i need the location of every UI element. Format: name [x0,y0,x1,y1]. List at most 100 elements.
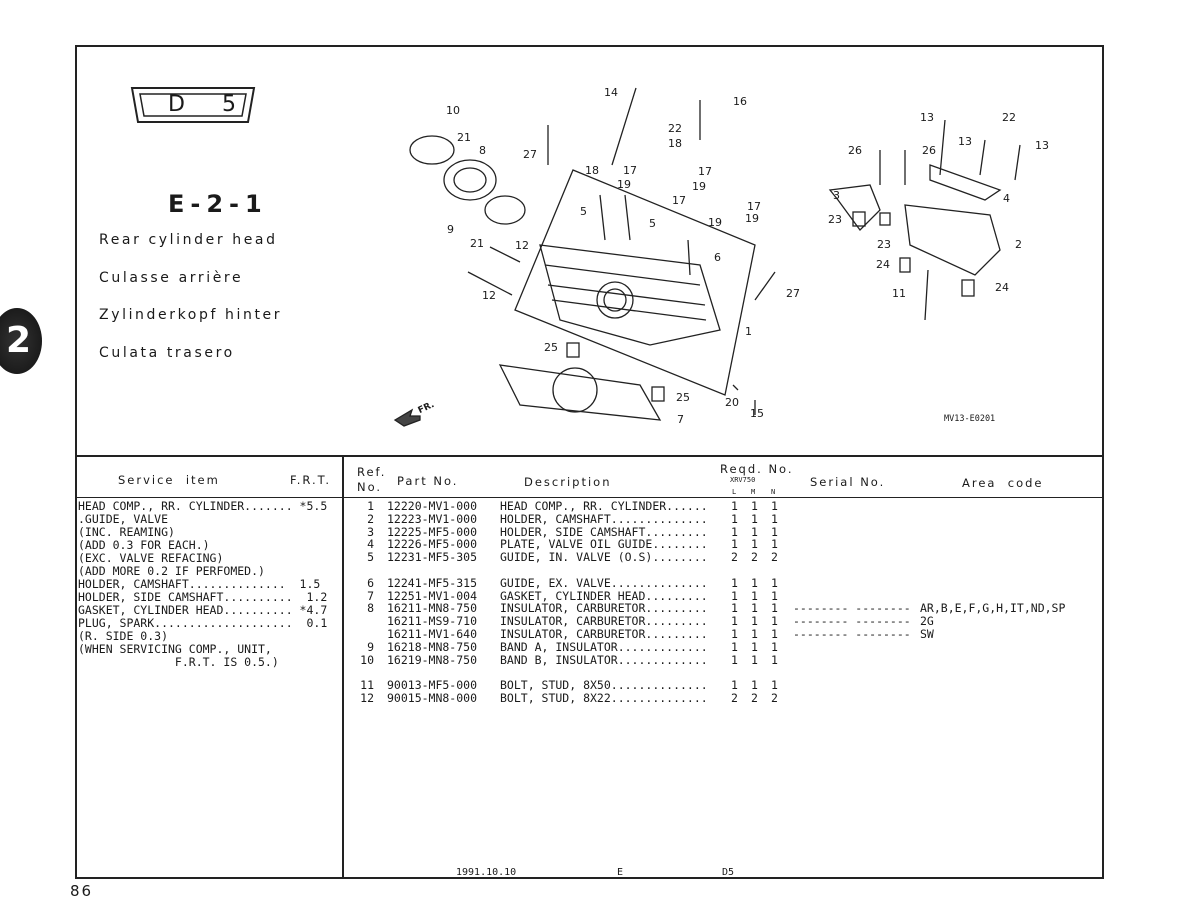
section-tab: 2 [0,308,42,374]
callout-label: 5 [649,217,656,230]
ref-no: 2 [367,511,374,526]
qty-n: 1 [771,627,778,641]
section-badge [130,87,256,123]
callout-label: 24 [995,281,1009,294]
callout-label: 23 [828,213,842,226]
callout-label: 17 [623,164,637,177]
part-number: 12231-MF5-305 [387,550,478,565]
part-description: INSULATOR, CARBURETOR......... [500,601,708,616]
part-number: 12251-MV1-004 [387,588,478,603]
qty-n: 1 [771,652,778,667]
ref-no: 6 [367,575,374,590]
qty-m: 2 [751,691,758,705]
qty-n: 1 [771,588,778,603]
callout-label: 10 [446,104,460,117]
service-item: F.R.T. IS 0.5.) [78,655,279,669]
header-area-code: Area code [962,476,1044,490]
part-number: 90013-MF5-000 [387,678,478,693]
part-description: HOLDER, CAMSHAFT.............. [500,511,708,526]
service-item: .GUIDE, VALVE [78,512,169,526]
callout-label: 19 [692,180,706,193]
title-de: Zylinderkopf hinter [99,307,283,323]
header-qty-m: M [751,488,756,496]
qty-n: 1 [771,678,778,693]
part-number: 16211-MN8-750 [387,601,478,616]
serial-no: -------- -------- [793,601,911,616]
callout-label: 5 [580,205,587,218]
qty-m: 1 [751,537,758,552]
callout-label: 4 [1003,192,1010,205]
header-serial-no: Serial No. [810,475,886,489]
service-item: (R. SIDE 0.3) [78,629,169,643]
callout-label: 20 [725,396,739,409]
ref-no: 9 [367,639,374,654]
badge-number: 5 [222,92,236,117]
serial-no: -------- -------- [793,614,911,629]
section-code: E-2-1 [168,190,268,218]
callout-label: 13 [920,111,934,124]
qty-l: 1 [731,575,738,590]
callout-label: 8 [479,144,486,157]
qty-n: 1 [771,499,778,513]
part-description: GASKET, CYLINDER HEAD......... [500,588,708,603]
qty-l: 2 [731,550,738,565]
header-ref: Ref. [357,465,387,479]
ref-no: 1 [367,499,374,513]
part-number: 12220-MV1-000 [387,499,478,513]
callout-label: 25 [676,391,690,404]
service-item: (INC. REAMING) [78,525,175,539]
part-description: INSULATOR, CARBURETOR......... [500,614,708,629]
qty-l: 1 [731,627,738,641]
service-item: GASKET, CYLINDER HEAD.......... *4.7 [78,603,328,617]
page-frame [75,45,1104,879]
header-ref-no: No. [357,480,383,494]
qty-m: 1 [751,511,758,526]
ref-no: 3 [367,524,374,539]
callout-label: 24 [876,258,890,271]
callout-label: 17 [747,200,761,213]
qty-m: 1 [751,627,758,641]
callout-label: 12 [482,289,496,302]
section-tab-number: 2 [6,320,32,361]
ref-no: 5 [367,550,374,565]
part-description: BOLT, STUD, 8X22.............. [500,691,708,705]
qty-l: 1 [731,639,738,654]
part-description: HEAD COMP., RR. CYLINDER...... [500,499,708,513]
qty-m: 1 [751,524,758,539]
part-description: BAND A, INSULATOR............. [500,639,708,654]
callout-label: 13 [958,135,972,148]
qty-m: 1 [751,601,758,616]
qty-m: 1 [751,499,758,513]
service-item: PLUG, SPARK.................... 0.1 [78,616,328,630]
header-qty-l: L [732,488,737,496]
qty-l: 1 [731,537,738,552]
qty-n: 2 [771,550,778,565]
callout-label: 7 [677,413,684,426]
footer-code: E [617,867,624,878]
callout-label: 26 [922,144,936,157]
serial-no: -------- -------- [793,627,911,641]
qty-m: 1 [751,678,758,693]
badge-letter: D [168,92,185,117]
footer-date: 1991.10.10 [456,867,517,878]
qty-m: 2 [751,550,758,565]
callout-label: 27 [523,148,537,161]
part-number: 16211-MV1-640 [387,627,478,641]
callout-label: 1 [745,325,752,338]
callout-label: 14 [604,86,618,99]
header-service-item: Service item [118,473,220,487]
ref-no: 8 [367,601,374,616]
area-code: SW [920,627,934,641]
ref-no: 12 [360,691,374,705]
callout-label: 18 [585,164,599,177]
part-description: GUIDE, IN. VALVE (O.S)........ [500,550,708,565]
ref-no: 10 [360,652,374,667]
part-description: PLATE, VALVE OIL GUIDE........ [500,537,708,552]
part-number: 12225-MF5-000 [387,524,478,539]
callout-label: 22 [668,122,682,135]
callout-label: 2 [1015,238,1022,251]
diagram-code: MV13-E0201 [944,414,996,424]
service-item: HOLDER, SIDE CAMSHAFT.......... 1.2 [78,590,328,604]
callout-label: 12 [515,239,529,252]
